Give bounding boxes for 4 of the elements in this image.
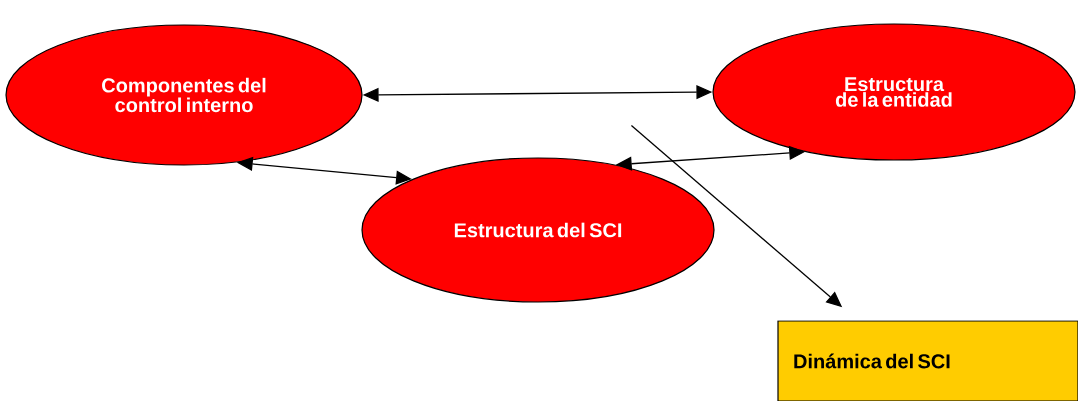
- ellipse-node: Estructura de la entidad: [712, 23, 1076, 161]
- ellipse-node: Estructura del SCI: [361, 157, 715, 303]
- process-box: Dinámica del SCI: [777, 320, 1078, 401]
- ellipse-node: Componentes del control interno: [5, 24, 363, 166]
